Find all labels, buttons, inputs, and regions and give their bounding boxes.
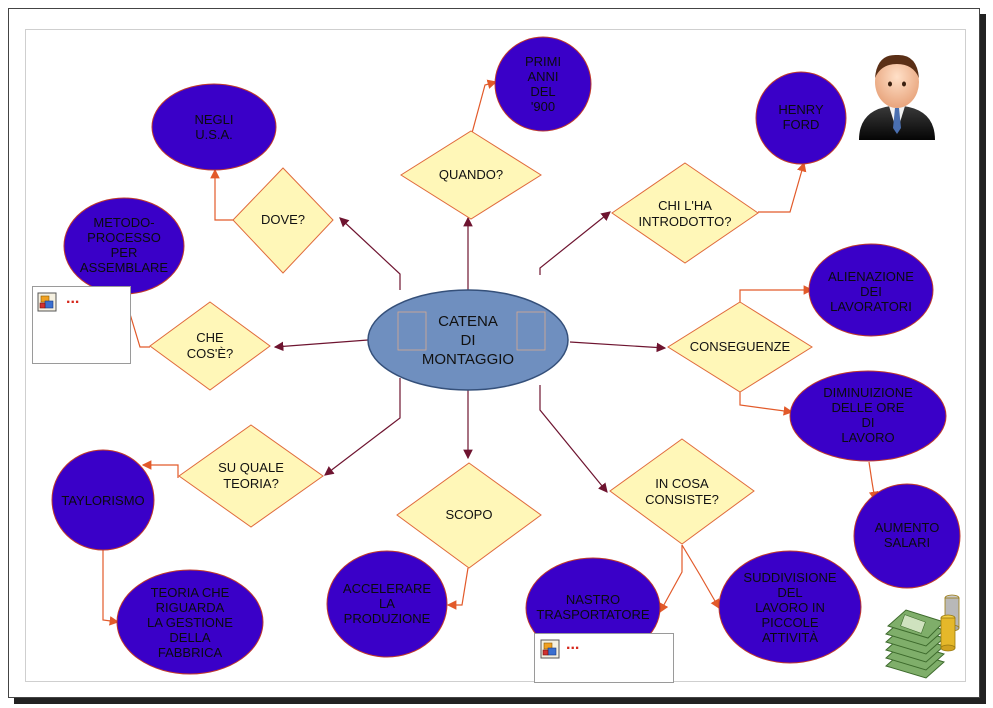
oval-suddivisione[interactable] [718,550,862,664]
connector-center-cose [273,339,369,352]
linked-object-icon[interactable] [37,292,57,312]
diagram-canvas-border [25,29,966,682]
diamond-consiste[interactable] [609,438,755,545]
center-handle-right [516,311,546,351]
money-stack-icon [884,594,960,679]
attachment-dots-left: ... [66,290,80,307]
diamond-dove[interactable] [232,167,334,274]
oval-usa[interactable] [151,83,277,171]
oval-primi[interactable] [494,36,592,132]
linked-object-icon[interactable] [540,639,560,659]
oval-fabbrica[interactable] [116,569,264,675]
diamond-teoria[interactable] [178,424,324,528]
connector-center-dove [339,217,401,290]
oval-accelerare[interactable] [326,550,448,658]
oval-diminuizione[interactable] [789,370,947,462]
connector-scopo-accelerare [446,567,469,610]
oval-ford[interactable] [755,71,847,165]
businessman-icon [859,54,935,140]
connector-conseguenze-diminuizione [739,392,794,416]
diamond-scopo[interactable] [396,462,542,569]
center-node[interactable] [367,289,569,391]
connector-center-chi [539,211,611,275]
center-handle-left [397,311,427,351]
connector-taylorismo-fabbrica [102,550,120,626]
connector-center-conseguenze [569,341,667,353]
diamond-quando[interactable] [400,130,542,220]
question-diamonds [149,130,813,569]
attachment-dots-bottom: ... [566,636,580,653]
connector-center-teoria [324,378,401,476]
diamond-cose[interactable] [149,301,271,391]
oval-salari[interactable] [853,483,961,589]
diamond-conseguenze[interactable] [667,301,813,393]
connector-dove-usa [210,168,236,221]
connector-quando-primi [471,79,498,134]
connector-diminuizione-salari [868,461,879,502]
connector-consiste-suddivisione [681,544,720,610]
connector-consiste-nastro [659,545,683,614]
oval-taylorismo[interactable] [51,449,155,551]
center-connectors [273,211,667,493]
connector-center-consiste [539,385,608,493]
connector-conseguenze-alienazione [739,285,814,304]
connector-teoria-taylorismo [141,460,179,478]
connector-chi-ford [758,161,807,213]
diamond-chi[interactable] [611,162,759,264]
oval-metodo[interactable] [63,197,185,295]
oval-alienazione[interactable] [808,243,934,337]
